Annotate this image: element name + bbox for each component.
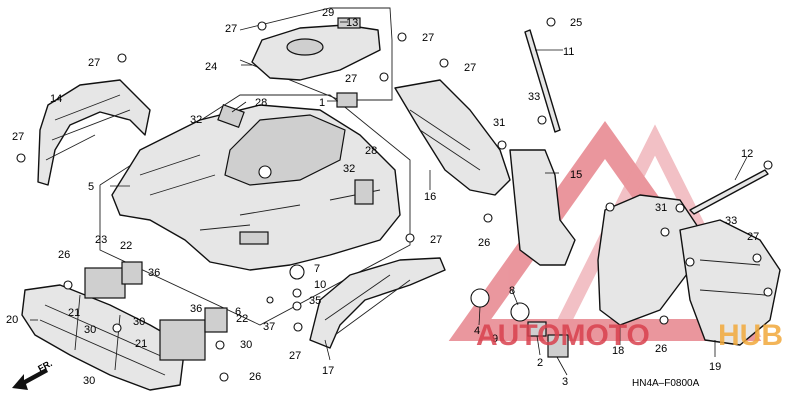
callout-28-b: 28 (365, 145, 377, 157)
callout-18: 18 (612, 345, 624, 357)
callout-27-d: 27 (345, 73, 357, 85)
callout-26-a: 26 (58, 249, 70, 261)
part-12-rod (689, 169, 769, 215)
watermark-text-secondary: HUB (718, 319, 783, 352)
part-7-grommet (289, 264, 305, 280)
callout-30-a: 30 (84, 324, 96, 336)
part-22-cap-upper (121, 261, 143, 285)
part-20-grille (21, 284, 186, 391)
callout-9: 9 (492, 333, 498, 345)
callout-19: 19 (709, 361, 721, 373)
fender-vent (239, 231, 269, 245)
part-28-plate-b (354, 179, 374, 205)
callout-33-a: 33 (528, 91, 540, 103)
callout-7: 7 (314, 263, 320, 275)
callout-37: 37 (263, 321, 275, 333)
callout-30-c: 30 (240, 339, 252, 351)
callout-17: 17 (322, 365, 334, 377)
callout-30-b: 30 (133, 316, 145, 328)
part-18-inner-fender (597, 194, 701, 326)
callout-21-b: 21 (135, 338, 147, 350)
front-direction-arrow: FR. (12, 358, 54, 390)
part-1-badge (336, 92, 358, 108)
callout-14: 14 (50, 93, 62, 105)
watermark-text-primary: AUTOMOTO (476, 319, 650, 352)
callout-labels: 1 2 3 4 5 6 7 8 9 10 11 12 13 14 15 16 1… (6, 7, 759, 388)
part-8-seal (510, 302, 530, 322)
callout-28-a: 28 (255, 97, 267, 109)
part-3-plug (547, 334, 569, 358)
callout-22-a: 22 (120, 240, 132, 252)
callout-3: 3 (562, 376, 568, 388)
callout-27-g: 27 (430, 234, 442, 246)
callout-26-d: 26 (655, 343, 667, 355)
callout-31-b: 31 (655, 202, 667, 214)
callout-1: 1 (319, 97, 325, 109)
callout-36-a: 36 (148, 267, 160, 279)
callout-32-b: 32 (343, 163, 355, 175)
leader-lines (30, 21, 748, 376)
part-15-bracket (509, 149, 576, 266)
callout-16: 16 (424, 191, 436, 203)
part-11-rod (524, 29, 561, 133)
callout-20: 20 (6, 314, 18, 326)
callout-27-h: 27 (289, 350, 301, 362)
callout-36-b: 36 (190, 303, 202, 315)
callout-26-b: 26 (249, 371, 261, 383)
callout-11: 11 (563, 46, 574, 58)
callout-5: 5 (88, 181, 94, 193)
callout-6: 6 (235, 306, 241, 318)
fender-seat-recess (224, 114, 346, 186)
callout-26-c: 26 (478, 237, 490, 249)
watermark-text: AUTOMOTO HUB (476, 319, 783, 352)
part-21-housing-upper (84, 267, 126, 299)
callout-15: 15 (570, 169, 582, 181)
part-14-mudguard (37, 79, 151, 186)
part-13-clip (337, 17, 361, 29)
callout-35: 35 (309, 295, 321, 307)
callout-33-b: 33 (725, 215, 737, 227)
fastener-bolts (16, 17, 773, 382)
callout-30-d: 30 (83, 375, 95, 387)
callout-12: 12 (741, 148, 753, 160)
callout-23: 23 (95, 234, 107, 246)
callout-31-a: 31 (493, 117, 505, 129)
callout-27-i: 27 (747, 231, 759, 243)
part-21-housing-lower (159, 319, 206, 361)
callout-21-a: 21 (68, 307, 80, 319)
callout-27-c: 27 (88, 57, 100, 69)
callout-13: 13 (346, 17, 358, 29)
part-17-fender-flare (309, 257, 446, 349)
part-4-cap (470, 288, 490, 308)
callout-25: 25 (570, 17, 582, 29)
callout-22-b: 22 (236, 313, 248, 325)
part-22-cap-lower (204, 307, 228, 333)
part-19-outer-panel (679, 219, 781, 346)
callout-29: 29 (322, 7, 334, 19)
callout-32-a: 32 (190, 114, 202, 126)
callout-27-b: 27 (422, 32, 434, 44)
callout-24: 24 (205, 61, 217, 73)
part-16-side-panel (394, 79, 511, 196)
diagram-code: HN4A–F0800A (632, 378, 700, 389)
callout-27-e: 27 (464, 62, 476, 74)
callout-10: 10 (314, 279, 326, 291)
callout-2: 2 (537, 357, 543, 369)
callout-8: 8 (509, 285, 515, 297)
callout-4: 4 (474, 325, 480, 337)
part-28-plate (217, 103, 245, 129)
front-direction-label: FR. (36, 358, 53, 374)
callout-27-a: 27 (225, 23, 237, 35)
callout-27-f: 27 (12, 131, 24, 143)
